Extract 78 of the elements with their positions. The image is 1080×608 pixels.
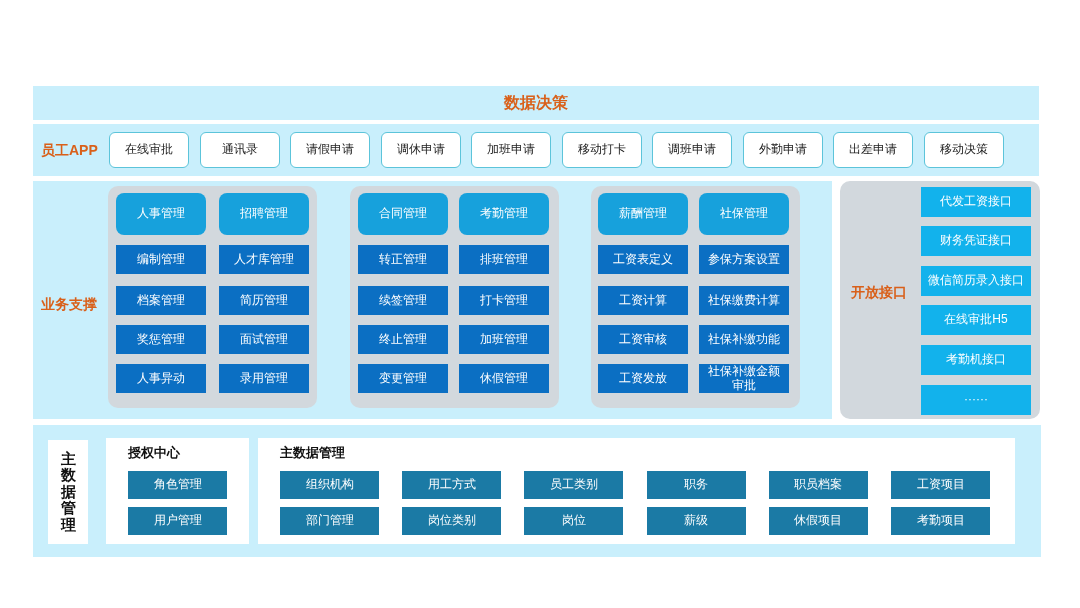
function-tile: 工资发放 <box>598 364 688 393</box>
function-tile: 社保补缴金额审批 <box>699 364 789 393</box>
section-label: 数据决策 <box>503 92 569 113</box>
master-data-tile: 职务 <box>646 471 746 499</box>
app-function-tile: 调班申请 <box>652 132 732 168</box>
app-function-tile: 出差申请 <box>833 132 913 168</box>
app-function-tile: 移动决策 <box>923 132 1004 168</box>
master-data-tile: 岗位类别 <box>402 507 502 535</box>
function-tile: 档案管理 <box>116 286 206 315</box>
interface-tile: ······ <box>921 385 1031 415</box>
function-tile: 奖惩管理 <box>116 325 206 354</box>
function-tile: 社保缴费计算 <box>699 286 789 315</box>
master-data-tile: 员工类别 <box>524 471 624 499</box>
function-tile: 编制管理 <box>116 245 206 274</box>
module-header-tile: 人事管理 <box>116 193 206 235</box>
app-function-tile: 通讯录 <box>199 132 280 168</box>
app-function-tile: 外勤申请 <box>742 132 823 168</box>
interface-tile: 微信简历录入接口 <box>921 266 1031 296</box>
section-label: 开放接口 <box>851 284 907 302</box>
function-tile: 面试管理 <box>219 325 309 354</box>
function-tile: 变更管理 <box>358 364 448 393</box>
master-data-tile: 用工方式 <box>402 471 502 499</box>
master-data-tile: 角色管理 <box>128 471 227 499</box>
master-data-tile: 休假项目 <box>768 507 868 535</box>
section-band <box>33 124 1039 176</box>
app-function-tile: 移动打卡 <box>561 132 642 168</box>
app-function-tile: 请假申请 <box>290 132 370 168</box>
function-tile: 社保补缴功能 <box>699 325 789 354</box>
module-header-tile: 合同管理 <box>358 193 448 235</box>
group-panel <box>258 438 1015 544</box>
app-function-tile: 调休申请 <box>380 132 461 168</box>
function-tile: 加班管理 <box>459 325 549 354</box>
app-function-tile: 在线审批 <box>109 132 189 168</box>
interface-tile: 财务凭证接口 <box>921 226 1031 256</box>
master-data-tile: 部门管理 <box>280 507 379 535</box>
interface-panel <box>840 181 1040 419</box>
section-label: 业务支撑 <box>41 296 97 314</box>
module-header-tile: 考勤管理 <box>459 193 549 235</box>
master-data-tile: 用户管理 <box>128 507 227 535</box>
function-tile: 打卡管理 <box>459 286 549 315</box>
module-header-tile: 社保管理 <box>699 193 789 235</box>
master-data-tile: 考勤项目 <box>891 507 990 535</box>
function-tile: 人才库管理 <box>219 245 309 274</box>
function-tile: 休假管理 <box>459 364 549 393</box>
section-band <box>33 86 1039 120</box>
interface-tile: 在线审批H5 <box>921 305 1031 335</box>
function-tile: 转正管理 <box>358 245 448 274</box>
function-tile: 工资审核 <box>598 325 688 354</box>
interface-tile: 代发工资接口 <box>921 187 1031 217</box>
section-label: 员工APP <box>41 142 98 160</box>
module-panel <box>591 186 800 408</box>
function-tile: 参保方案设置 <box>699 245 789 274</box>
section-band <box>33 425 1041 557</box>
section-label-card <box>48 440 88 544</box>
module-header-tile: 薪酬管理 <box>598 193 688 235</box>
master-data-tile: 工资项目 <box>891 471 990 499</box>
module-panel <box>350 186 559 408</box>
module-panel <box>108 186 317 408</box>
function-tile: 简历管理 <box>219 286 309 315</box>
function-tile: 人事异动 <box>116 364 206 393</box>
section-label: 主数据管理 <box>280 444 345 462</box>
master-data-tile: 组织机构 <box>280 471 379 499</box>
app-function-tile: 加班申请 <box>471 132 551 168</box>
master-data-tile: 职员档案 <box>768 471 868 499</box>
function-tile: 终止管理 <box>358 325 448 354</box>
section-label: 主数据管理 <box>60 450 76 534</box>
master-data-tile: 薪级 <box>646 507 746 535</box>
function-tile: 工资计算 <box>598 286 688 315</box>
group-panel <box>106 438 249 544</box>
function-tile: 工资表定义 <box>598 245 688 274</box>
module-header-tile: 招聘管理 <box>219 193 309 235</box>
section-label: 授权中心 <box>128 444 180 462</box>
function-tile: 续签管理 <box>358 286 448 315</box>
interface-tile: 考勤机接口 <box>921 345 1031 375</box>
section-band <box>33 181 832 419</box>
function-tile: 录用管理 <box>219 364 309 393</box>
master-data-tile: 岗位 <box>524 507 624 535</box>
function-tile: 排班管理 <box>459 245 549 274</box>
